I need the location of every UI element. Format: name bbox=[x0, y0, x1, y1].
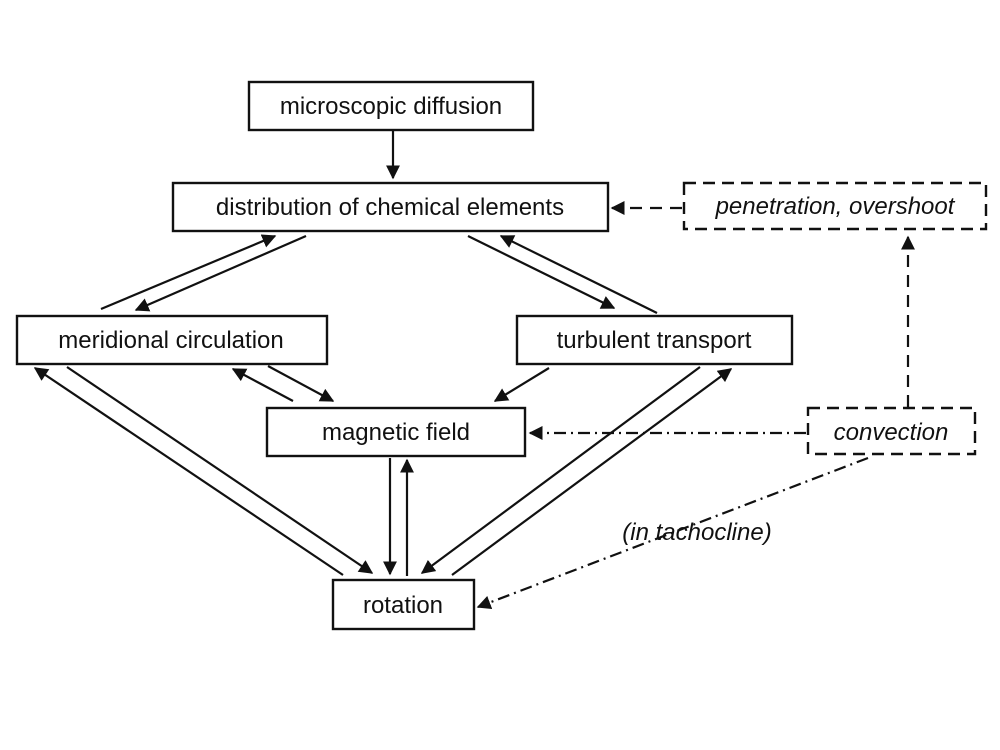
arrow-meridional-to-distribution bbox=[100, 234, 277, 311]
node-convection: convection bbox=[806, 406, 977, 456]
node-turbulent: turbulent transport bbox=[515, 314, 794, 366]
arrow-turbulent-to-magnetic bbox=[493, 367, 550, 402]
node-turbulent-box bbox=[515, 314, 794, 366]
arrow-turbulent-to-distribution bbox=[499, 235, 658, 314]
arrow-rotation-to-meridional bbox=[33, 367, 344, 576]
node-meridional-box bbox=[15, 314, 329, 366]
arrow-distribution-to-turbulent bbox=[467, 235, 616, 309]
node-convection-label: convection bbox=[834, 419, 949, 446]
node-microscopic-diffusion-label: microscopic diffusion bbox=[280, 93, 502, 120]
node-rotation-box bbox=[331, 578, 476, 631]
node-magnetic-box bbox=[265, 406, 527, 458]
node-magnetic-label: magnetic field bbox=[322, 419, 470, 446]
node-magnetic: magnetic field bbox=[265, 406, 527, 458]
node-meridional: meridional circulation bbox=[15, 314, 329, 366]
node-distribution-box bbox=[171, 181, 610, 233]
arrow-meridional-to-rotation bbox=[66, 366, 374, 574]
node-convection-box bbox=[806, 406, 977, 456]
arrow-meridional-to-magnetic bbox=[267, 365, 335, 402]
node-microscopic-diffusion: microscopic diffusion bbox=[247, 80, 535, 132]
node-distribution: distribution of chemical elements bbox=[171, 181, 610, 233]
node-rotation-label: rotation bbox=[363, 592, 443, 619]
node-distribution-label: distribution of chemical elements bbox=[216, 194, 564, 221]
arrow-rotation-to-turbulent bbox=[451, 368, 733, 576]
arrow-magnetic-to-meridional bbox=[231, 368, 294, 402]
node-meridional-label: meridional circulation bbox=[58, 327, 283, 354]
arrow-convection-to-rotation bbox=[476, 456, 869, 610]
node-penetration: penetration, overshoot bbox=[682, 181, 988, 231]
node-turbulent-label: turbulent transport bbox=[557, 327, 752, 354]
tachocline-annotation: (in tachocline) bbox=[622, 519, 771, 546]
arrow-distribution-to-meridional bbox=[134, 234, 307, 312]
arrow-turbulent-to-rotation bbox=[420, 366, 701, 574]
node-rotation: rotation bbox=[331, 578, 476, 631]
node-microscopic-diffusion-box bbox=[247, 80, 535, 132]
node-penetration-box bbox=[682, 181, 988, 231]
node-penetration-label: penetration, overshoot bbox=[715, 193, 956, 220]
